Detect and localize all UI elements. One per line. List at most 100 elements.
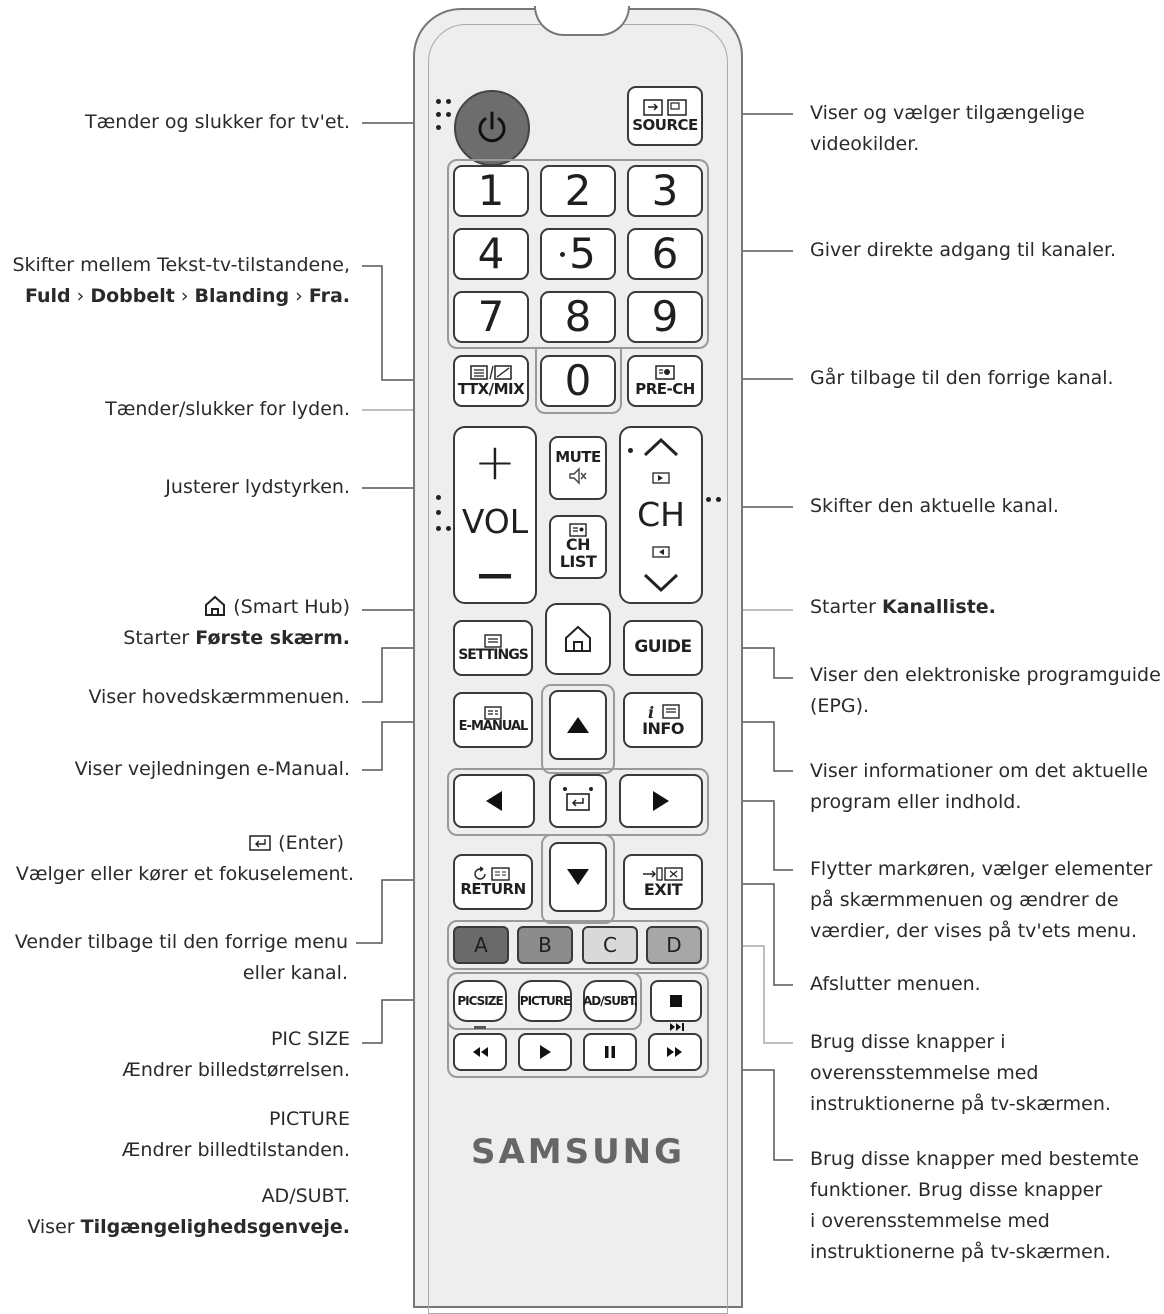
- annotation-info-line1: Viser informationer om det aktuelle: [810, 760, 1148, 782]
- ch-list-desc-bold: Kanalliste.: [881, 596, 996, 618]
- dpad-down-button[interactable]: [549, 842, 607, 912]
- settings-button[interactable]: SETTINGS: [453, 620, 533, 676]
- annotation-smart-hub-line1: (Smart Hub): [123, 592, 350, 623]
- annotation-channel: Skifter den aktuelle kanal.: [810, 495, 1059, 517]
- ch-list-desc-prefix: Starter: [810, 596, 876, 618]
- channel-rocker[interactable]: CH: [619, 426, 703, 604]
- color-a-button[interactable]: A: [453, 926, 509, 964]
- brand-logo: SAMSUNG: [470, 1132, 686, 1172]
- dpad-up-button[interactable]: [549, 690, 607, 760]
- annotation-return-line1: Vender tilbage til den forrige menu: [14, 931, 348, 953]
- play-button[interactable]: [518, 1033, 572, 1071]
- smart-hub-home-button[interactable]: [545, 603, 611, 675]
- play-icon: [540, 1045, 551, 1059]
- volume-down-label: —: [477, 554, 513, 595]
- annotation-numbers: Giver direkte adgang til kanaler.: [810, 239, 1117, 261]
- annotation-special-line4: instruktionerne på tv-skærmen.: [810, 1241, 1111, 1263]
- annotation-enter-line2: Vælger eller kører et fokuselement.: [15, 863, 354, 885]
- mute-button[interactable]: MUTE: [549, 436, 607, 500]
- digit-6-button[interactable]: 6: [627, 228, 703, 280]
- info-button[interactable]: i INFO: [623, 692, 703, 748]
- annotation-picture-title: PICTURE: [268, 1108, 350, 1130]
- annotation-ad-subt-title: AD/SUBT.: [261, 1185, 350, 1207]
- settings-label: SETTINGS: [458, 646, 529, 663]
- ttx-mix-button[interactable]: TTX/MIX: [453, 355, 529, 407]
- source-button[interactable]: SOURCE: [627, 86, 703, 146]
- channel-down-icon: [652, 546, 670, 558]
- annotation-pic-size-desc: Ændrer billedstørrelsen.: [122, 1059, 350, 1081]
- chevron-up-icon: [643, 437, 679, 456]
- dpad-right-button[interactable]: [619, 774, 703, 828]
- return-button[interactable]: RETURN: [453, 854, 533, 910]
- braille-dot: [436, 99, 441, 104]
- digit-5-button[interactable]: 5: [540, 228, 616, 280]
- return-label: RETURN: [460, 880, 526, 899]
- annotation-pic-size-title: PIC SIZE: [270, 1028, 350, 1050]
- annotation-navigation: Flytter markøren, vælger elementer på sk…: [810, 854, 1152, 947]
- annotation-ch-list: Starter Kanalliste.: [810, 592, 996, 623]
- annotation-e-manual: Viser vejledningen e-Manual.: [74, 758, 350, 780]
- braille-dot: [436, 526, 441, 531]
- annotation-navigation-line2: på skærmmenuen og ændrer de: [810, 889, 1119, 911]
- e-manual-label: E-MANUAL: [458, 719, 529, 735]
- annotation-picture-desc: Ændrer billedtilstanden.: [121, 1139, 350, 1161]
- dpad-left-button[interactable]: [453, 774, 535, 828]
- channel-up-icon: [652, 472, 670, 484]
- e-manual-button[interactable]: E-MANUAL: [453, 692, 533, 748]
- e-manual-icon: [484, 706, 502, 720]
- color-c-button[interactable]: C: [582, 926, 638, 964]
- annotation-color-buttons: Brug disse knapper i overensstemmelse me…: [810, 1027, 1111, 1120]
- color-b-button[interactable]: B: [517, 926, 573, 964]
- picture-button[interactable]: PICTURE: [518, 980, 572, 1022]
- digit-1-button[interactable]: 1: [453, 165, 529, 217]
- annotation-navigation-line3: værdier, der vises på tv'ets menu.: [810, 920, 1138, 942]
- annotation-color-line1: Brug disse knapper i: [810, 1031, 1006, 1053]
- digit-9-button[interactable]: 9: [627, 291, 703, 343]
- remote-top-notch: [534, 6, 630, 36]
- fast-forward-button[interactable]: [648, 1033, 702, 1071]
- annotation-guide-line1: Viser den elektroniske programguide: [810, 664, 1161, 686]
- volume-up-label: +: [474, 433, 516, 492]
- annotation-ad-subt-desc: Viser Tilgængelighedsgenveje.: [27, 1212, 350, 1243]
- pre-ch-button[interactable]: PRE-CH: [627, 355, 703, 407]
- digit-3-button[interactable]: 3: [627, 165, 703, 217]
- skip-forward-marker-icon: [670, 1023, 684, 1031]
- number-pad-group: [447, 159, 709, 349]
- stop-button[interactable]: [650, 980, 702, 1022]
- record-marker-icon: [474, 1026, 486, 1029]
- annotation-color-line2: overensstemmelse med: [810, 1062, 1039, 1084]
- digit-4-button[interactable]: 4: [453, 228, 529, 280]
- annotation-teletext-line1: Skifter mellem Tekst-tv-tilstandene,: [12, 254, 350, 276]
- annotation-pre-ch: Går tilbage til den forrige kanal.: [810, 367, 1114, 389]
- digit-5-label: 5: [569, 228, 596, 278]
- fast-forward-icon: [667, 1047, 682, 1057]
- digit-2-button[interactable]: 2: [540, 165, 616, 217]
- pic-size-button[interactable]: PICSIZE: [453, 980, 507, 1022]
- digit-7-button[interactable]: 7: [453, 291, 529, 343]
- color-d-button[interactable]: D: [646, 926, 702, 964]
- exit-button[interactable]: EXIT: [623, 854, 703, 910]
- digit-0-button[interactable]: 0: [540, 355, 616, 407]
- power-button[interactable]: [454, 90, 530, 166]
- pause-button[interactable]: [583, 1033, 637, 1071]
- channel-label: CH: [637, 494, 685, 534]
- teletext-mode-mix: Blanding: [194, 285, 290, 307]
- braille-dot: [560, 251, 566, 257]
- rewind-button[interactable]: [453, 1033, 507, 1071]
- settings-menu-icon: [484, 633, 502, 648]
- braille-dot: [446, 99, 451, 104]
- arrow-down-icon: [567, 869, 589, 885]
- guide-button[interactable]: GUIDE: [623, 620, 703, 676]
- arrow-right-icon: [653, 791, 669, 811]
- volume-rocker[interactable]: + VOL —: [453, 426, 537, 604]
- return-icon: [474, 866, 510, 881]
- enter-button[interactable]: [549, 774, 607, 828]
- ad-subt-button[interactable]: AD/SUBT.: [583, 980, 638, 1022]
- channel-list-icon: [569, 523, 587, 537]
- source-label: SOURCE: [632, 116, 698, 135]
- ch-list-button[interactable]: CH LIST: [549, 515, 607, 579]
- power-icon: [478, 111, 506, 143]
- braille-dot: [706, 497, 711, 502]
- source-icon: [643, 99, 687, 116]
- digit-8-button[interactable]: 8: [540, 291, 616, 343]
